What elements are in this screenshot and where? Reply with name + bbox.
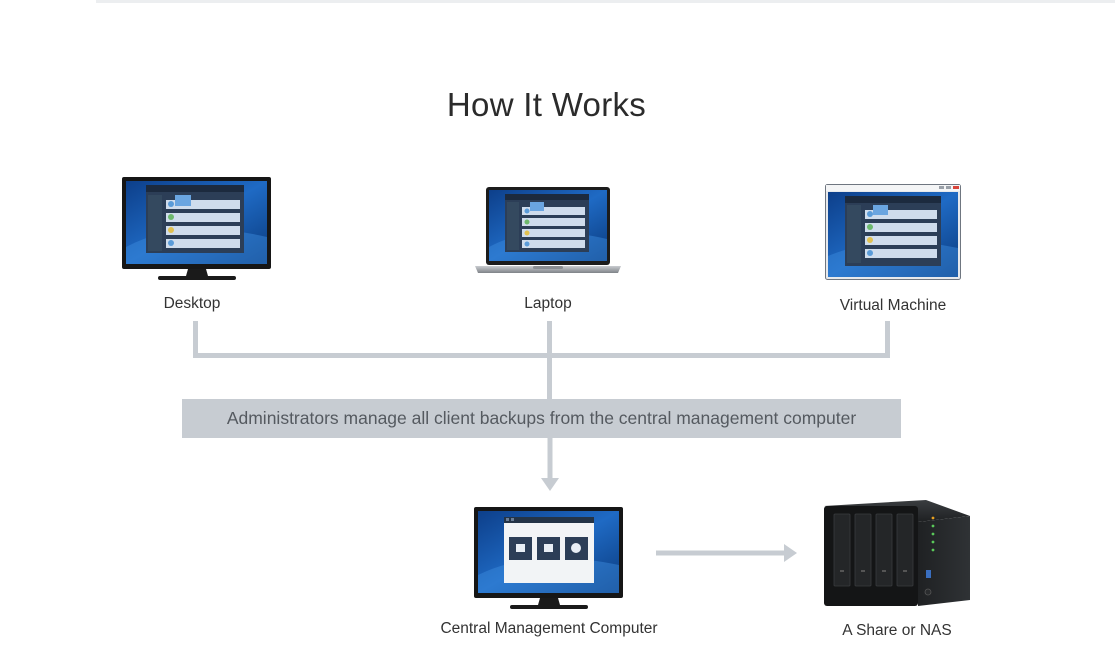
desktop-label: Desktop <box>163 295 221 312</box>
nas-device-image <box>822 498 972 610</box>
nas-label: A Share or NAS <box>842 622 952 639</box>
page-title: How It Works <box>446 86 647 123</box>
laptop-label: Laptop <box>524 295 572 312</box>
desktop-drop-line <box>193 321 198 358</box>
laptop-drop-line <box>547 321 552 399</box>
right-arrow-icon <box>656 542 800 564</box>
laptop-image <box>475 187 621 277</box>
central-computer-label: Central Management Computer <box>440 620 658 637</box>
virtual-machine-label: Virtual Machine <box>839 297 947 314</box>
desktop-monitor-image <box>122 177 272 282</box>
central-computer-image <box>474 507 624 611</box>
admin-banner-text: Administrators manage all client backups… <box>226 408 857 428</box>
top-divider <box>96 0 1115 3</box>
virtual-machine-image <box>825 184 962 281</box>
horizontal-bus-line <box>193 353 890 358</box>
down-arrow-icon <box>539 438 561 492</box>
admin-banner: Administrators manage all client backups… <box>182 399 901 438</box>
virtual-machine-drop-line <box>885 321 890 358</box>
